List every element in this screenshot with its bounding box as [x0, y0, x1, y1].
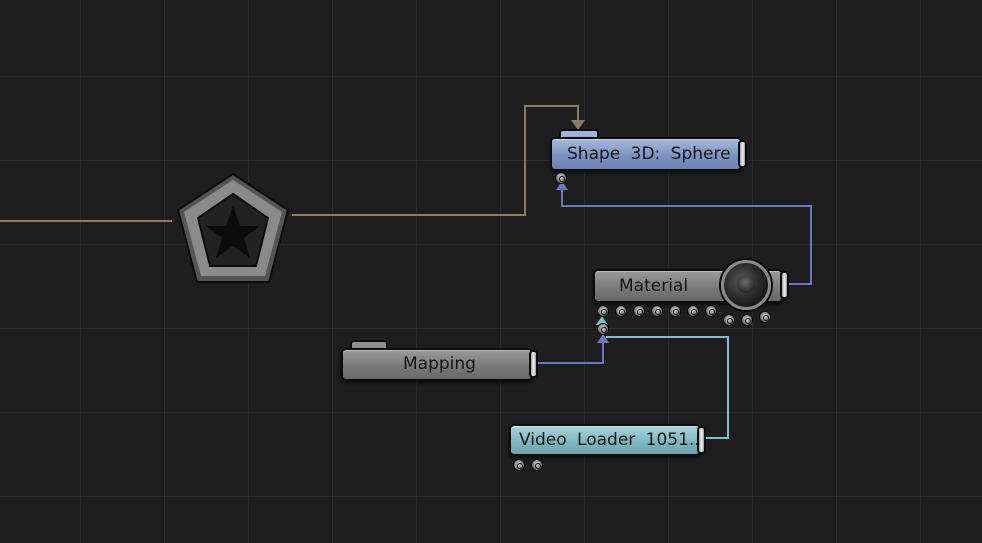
material-preview-thumbnail[interactable]	[721, 260, 771, 310]
wire-video-to-material[interactable]	[606, 336, 729, 439]
material-input-port[interactable]	[759, 311, 771, 323]
material-input-port[interactable]	[705, 305, 717, 317]
material-input-port[interactable]	[597, 323, 609, 335]
material-input-port[interactable]	[741, 314, 753, 326]
video-loader-label: Video Loader 1051...	[519, 429, 706, 450]
mapping-node[interactable]: Mapping	[341, 348, 533, 381]
mapping-tab	[350, 340, 388, 350]
video-loader-input-port[interactable]	[531, 459, 543, 471]
wire-material-to-shape[interactable]	[561, 188, 812, 285]
shape3d-tab	[559, 129, 599, 139]
material-input-port[interactable]	[597, 305, 609, 317]
material-input-port[interactable]	[651, 305, 663, 317]
arrow-head	[597, 334, 609, 343]
arrow-head	[596, 316, 608, 325]
material-input-port[interactable]	[633, 305, 645, 317]
mapping-output-port[interactable]	[529, 350, 538, 378]
material-input-port[interactable]	[669, 305, 681, 317]
shape3d-output-port[interactable]	[738, 140, 747, 168]
material-input-port[interactable]	[615, 305, 627, 317]
wire-mapping-to-material[interactable]	[538, 341, 604, 364]
star-node[interactable]	[172, 170, 294, 288]
video-loader-output-port[interactable]	[697, 426, 706, 454]
wire-star-to-shape-2[interactable]	[292, 105, 579, 216]
arrow-head	[571, 120, 585, 130]
material-output-port[interactable]	[780, 271, 789, 299]
material-input-port[interactable]	[723, 314, 735, 326]
mapping-label: Mapping	[403, 354, 476, 374]
material-input-port[interactable]	[687, 305, 699, 317]
shape3d-input-port[interactable]	[555, 172, 567, 184]
arrow-head	[556, 181, 568, 190]
video-loader-input-port[interactable]	[513, 459, 525, 471]
star-icon	[176, 172, 290, 283]
material-label: Material	[619, 275, 689, 296]
video-loader-node[interactable]: Video Loader 1051...	[509, 424, 705, 456]
shape3d-node[interactable]: Shape 3D: Sphere	[550, 137, 742, 171]
shape3d-label: Shape 3D: Sphere	[567, 143, 731, 164]
